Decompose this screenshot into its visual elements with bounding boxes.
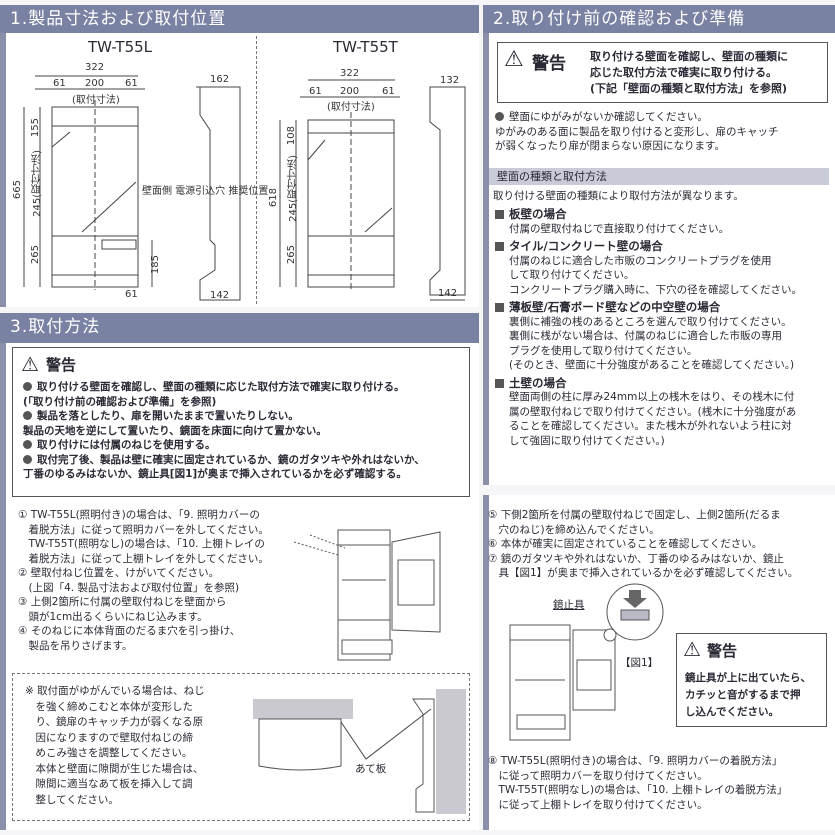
adjustment-note: ※ 取付面がゆがんでいる場合は、ねじ を強く締めこむと本体が変形した り、鏡扉の… bbox=[25, 685, 205, 806]
dim-width: 322 bbox=[340, 68, 360, 79]
dim-height-bottom: 265 bbox=[286, 245, 297, 265]
warning-item: 取り付ける壁面を確認し、壁面の種類に応じた取付方法で確実に取り付ける。 (「取り… bbox=[23, 381, 405, 408]
dim-mount-width: 200 bbox=[85, 78, 105, 89]
dim-depth-top: 162 bbox=[210, 74, 230, 85]
wall-check-bullet: 壁面にゆがみがないか確認してください。 ゆがみのある面に製品を取り付けると変形し… bbox=[495, 111, 779, 152]
dim-margin-right: 61 bbox=[125, 78, 138, 89]
warning-icon: ⚠ bbox=[21, 352, 39, 376]
dim-margin-left: 61 bbox=[309, 86, 322, 97]
dim-height-mount: 245(取付寸法) bbox=[32, 150, 43, 217]
wall-type-item: 土壁の場合壁面両側の柱に厚み24mm以上の桟木をはり、その桟木に付 属の壁取付ね… bbox=[495, 376, 830, 449]
wall-types-list: 板壁の場合付属の壁取付ねじで直接取り付けてください。 タイル/コンクリート壁の場… bbox=[495, 207, 830, 448]
power-inlet-note: 壁面側 電源引込穴 推奨位置 bbox=[142, 186, 269, 197]
wall-types-subheader: 壁面の種類と取付方法 bbox=[489, 168, 829, 185]
dim-height-top: 108 bbox=[286, 126, 297, 146]
wall-type-item: タイル/コンクリート壁の場合付属のねじに適合した市販のコンクリートプラグを使用 … bbox=[495, 239, 830, 297]
divider bbox=[256, 36, 257, 304]
dim-depth-bottom: 142 bbox=[438, 288, 458, 299]
dim-depth-top: 132 bbox=[440, 75, 460, 86]
dim-margin-right: 61 bbox=[382, 86, 395, 97]
model-label-right: TW-T55T bbox=[333, 38, 398, 56]
step-item: ⑧ TW-T55L(照明付き)の場合は、「9. 照明カバーの着脱方法」 に従って… bbox=[488, 755, 788, 811]
warning-icon: ⚠ bbox=[683, 637, 701, 661]
stopper-label: 鏡止具 bbox=[553, 599, 585, 611]
dim-height-top: 155 bbox=[30, 118, 41, 138]
dim-height-total: 618 bbox=[268, 188, 279, 208]
step-item: ④ そのねじに本体背面のだるま穴を引っ掛け、 製品を吊りさげます。 bbox=[18, 625, 241, 652]
shim-illustration bbox=[253, 689, 466, 814]
step-item: ① TW-T55L(照明付き)の場合は、「9. 照明カバーの 着脱方法」に従って… bbox=[18, 509, 269, 565]
step-item: ⑥ 本体が確実に固定されていることを確認してください。 bbox=[488, 538, 763, 550]
step-item: ③ 上側2箇所に付属の壁取付ねじを壁面から 頭が1cm出るくらいにねじ込みます。 bbox=[18, 596, 227, 623]
warning-text: 鏡止具が上に出ていたら、 カチッと音がするまで押 し込んでください。 bbox=[685, 672, 811, 718]
cabinet-open-illustration bbox=[293, 529, 441, 661]
tw-t55l-drawing bbox=[23, 75, 466, 301]
section3-header: 3.取付方法 bbox=[0, 313, 479, 343]
steps-right: ⑤ 下側2箇所を付属の壁取付ねじで固定し、上側2箇所(だるま 穴のねじ)を締め込… bbox=[488, 508, 830, 581]
warning-item: 取り付けには付属のねじを使用する。 bbox=[23, 438, 468, 453]
warning-label: 警告 bbox=[46, 356, 77, 374]
step-item: ⑤ 下側2箇所を付属の壁取付ねじで固定し、上側2箇所(だるま 穴のねじ)を締め込… bbox=[488, 509, 781, 536]
warning-text: 取り付ける壁面を確認し、壁面の種類に 応じた取付方法で確実に取り付ける。 (下記… bbox=[590, 50, 788, 95]
dim-depth-bottom: 142 bbox=[210, 290, 230, 301]
section2-warning-box: ⚠ 警告 取り付ける壁面を確認し、壁面の種類に 応じた取付方法で確実に取り付ける… bbox=[497, 42, 828, 103]
warning-item: 取付完了後、製品は壁に確実に固定されているか、鏡のガタツキや外れはないか、 丁番… bbox=[23, 453, 425, 480]
shim-label: あて板 bbox=[355, 763, 387, 775]
section2-header: 2.取り付け前の確認および準備 bbox=[483, 5, 835, 33]
steps-left: ① TW-T55L(照明付き)の場合は、「9. 照明カバーの 着脱方法」に従って… bbox=[18, 508, 318, 653]
wall-type-item: 板壁の場合付属の壁取付ねじで直接取り付けてください。 bbox=[495, 207, 830, 236]
dim-mount-label: (取付寸法) bbox=[72, 95, 120, 106]
warning-icon: ⚠ bbox=[504, 47, 524, 72]
dim-margin-left: 61 bbox=[53, 78, 66, 89]
model-label-left: TW-T55L bbox=[88, 38, 153, 56]
wall-type-item: 薄板壁/石膏ボード壁などの中空壁の場合裏側に補強の桟のあるところを選んで取り付け… bbox=[495, 300, 830, 373]
mirror-stopper-illustration bbox=[509, 583, 664, 741]
figure-label: 【図1】 bbox=[620, 657, 659, 669]
warning-item: 製品を落としたり、扉を開いたままで置いたりしない。 製品の天地を逆にして置いたり… bbox=[23, 410, 327, 437]
dim-mount-label: (取付寸法) bbox=[327, 102, 375, 113]
warning-list: 取り付ける壁面を確認し、壁面の種類に応じた取付方法で確実に取り付ける。 (「取り… bbox=[23, 380, 468, 482]
dim-mount-width: 200 bbox=[340, 86, 360, 97]
warning-label: 警告 bbox=[707, 642, 738, 660]
dim-height-total: 665 bbox=[12, 180, 23, 200]
dim-width: 322 bbox=[85, 62, 105, 73]
dim-height-bottom: 265 bbox=[30, 245, 41, 265]
adjustment-note-box: ※ 取付面がゆがんでいる場合は、ねじ を強く締めこむと本体が変形した り、鏡扉の… bbox=[12, 673, 470, 821]
warning-label: 警告 bbox=[532, 54, 566, 74]
dim-bottom-61: 61 bbox=[125, 289, 138, 300]
dim-height-mount: 245(取付寸法) bbox=[288, 155, 299, 222]
dim-height-185: 185 bbox=[150, 255, 161, 275]
section1-header: 1.製品寸法および取付位置 bbox=[0, 5, 479, 33]
stopper-warning-box: ⚠ 警告 鏡止具が上に出ていたら、 カチッと音がするまで押 し込んでください。 bbox=[676, 633, 827, 727]
step-item: ② 壁取付ねじ位置を、けがいてください。 (上図「4. 製品寸法および取付位置」… bbox=[18, 567, 240, 594]
wall-types-intro: 取り付ける壁面の種類により取付方法が異なります。 bbox=[493, 190, 744, 202]
step-item: ⑦ 鏡のガタツキや外れはないか、丁番のゆるみはないか、鏡止 具【図1】が奥まで挿… bbox=[488, 552, 799, 580]
section3-warning-box: ⚠ 警告 取り付ける壁面を確認し、壁面の種類に応じた取付方法で確実に取り付ける。… bbox=[12, 347, 470, 497]
bullet-icon bbox=[495, 112, 504, 121]
